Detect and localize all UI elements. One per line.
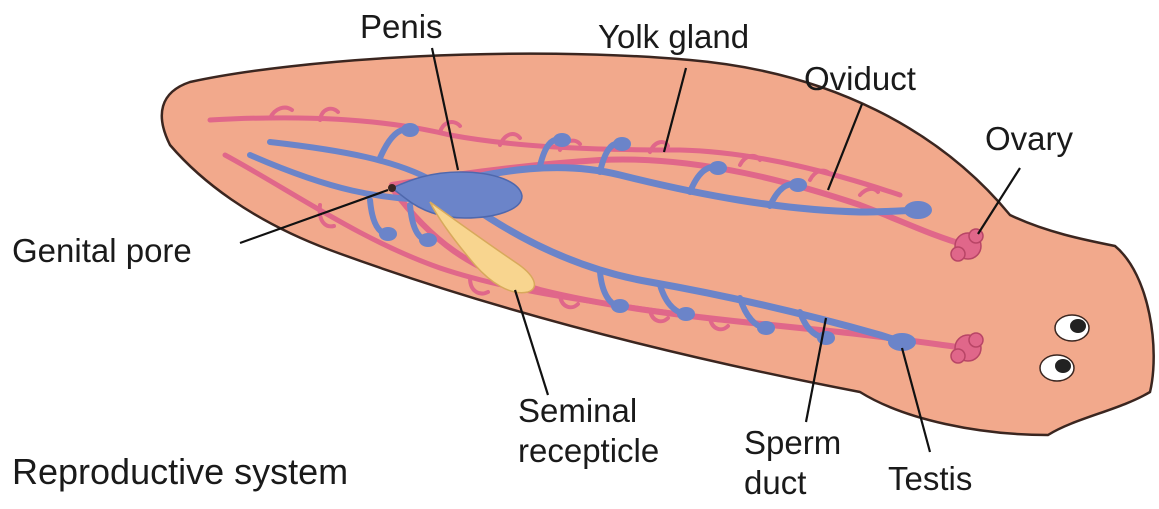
caption: Reproductive system xyxy=(12,451,348,492)
label-penis: Penis xyxy=(360,8,443,45)
label-sperm-line1: Sperm xyxy=(744,424,841,461)
testis-branch-bulb-6 xyxy=(379,227,397,241)
ovary-lower-lobe-b xyxy=(969,333,983,347)
testis-branch-bulb-1 xyxy=(401,123,419,137)
testis-branch-bulb-4 xyxy=(709,161,727,175)
pupil-upper xyxy=(1070,319,1086,333)
testis-branch-bulb-5 xyxy=(789,178,807,192)
testis-branch-bulb-2 xyxy=(553,133,571,147)
label-seminal-line1: Seminal xyxy=(518,392,637,429)
ovary-lower-lobe-a xyxy=(951,349,965,363)
testis-branch-bulb-7 xyxy=(419,233,437,247)
genital-pore-point xyxy=(388,184,396,192)
pupil-lower xyxy=(1055,359,1071,373)
testis-upper xyxy=(904,201,932,219)
label-oviduct: Oviduct xyxy=(804,60,916,97)
label-sperm-line2: duct xyxy=(744,464,806,501)
label-testis: Testis xyxy=(888,460,972,497)
label-seminal-line2: recepticle xyxy=(518,432,659,469)
label-yolk-gland: Yolk gland xyxy=(598,18,749,55)
ovary-upper-lobe-a xyxy=(951,247,965,261)
testis-branch-bulb-9 xyxy=(677,307,695,321)
label-ovary: Ovary xyxy=(985,120,1074,157)
testis-branch-bulb-3 xyxy=(613,137,631,151)
testis-branch-bulb-11 xyxy=(817,331,835,345)
flatworm-body xyxy=(162,54,1154,435)
label-genital-pore: Genital pore xyxy=(12,232,192,269)
testis-branch-bulb-10 xyxy=(757,321,775,335)
testis-branch-bulb-8 xyxy=(611,299,629,313)
